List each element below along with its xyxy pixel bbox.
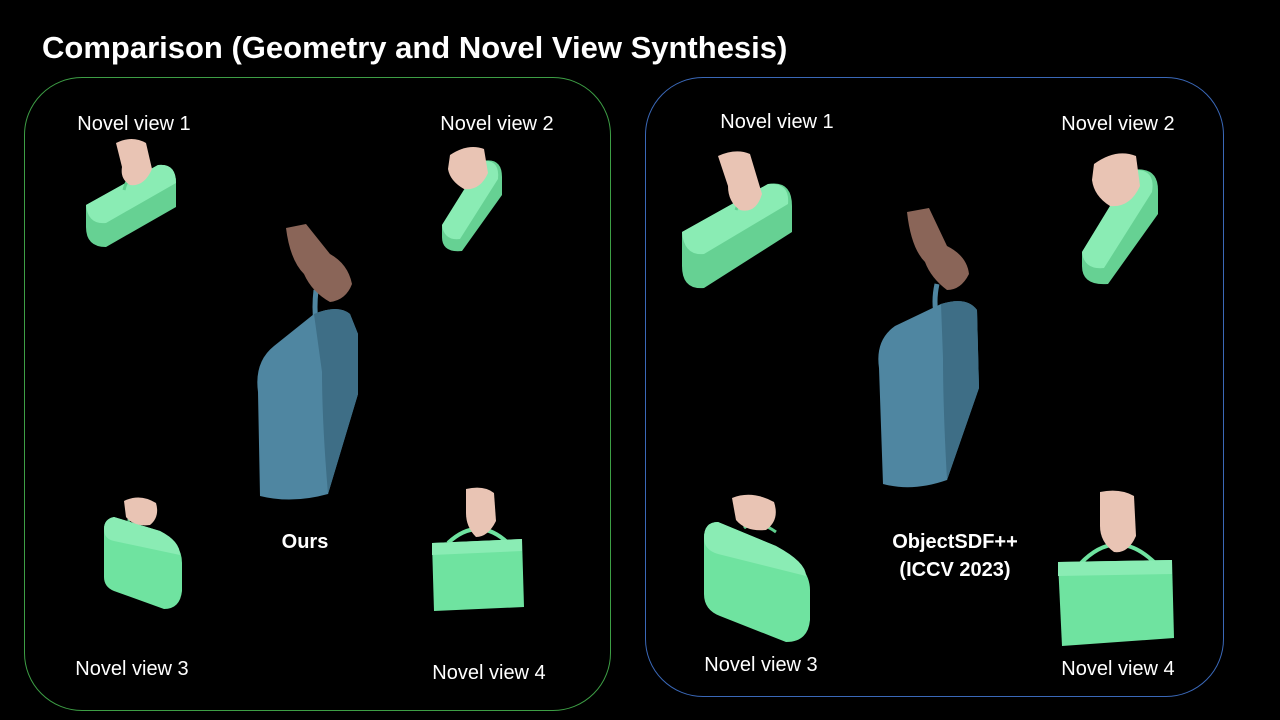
panel-ours xyxy=(24,77,611,711)
panel-objectsdf xyxy=(645,77,1224,697)
baseline-main-geometry-render xyxy=(878,208,979,488)
ours-novel-view-2-label: Novel view 2 xyxy=(440,113,554,135)
baseline-novel-view-2-render xyxy=(1082,153,1158,285)
ours-novel-view-1-render xyxy=(86,139,176,247)
baseline-novel-view-4-render xyxy=(1058,490,1174,646)
ours-novel-view-3-label: Novel view 3 xyxy=(75,658,189,680)
page-title: Comparison (Geometry and Novel View Synt… xyxy=(42,30,788,65)
baseline-novel-view-4-label: Novel view 4 xyxy=(1061,658,1175,680)
baseline-novel-view-3-render xyxy=(704,494,810,642)
ours-novel-view-4-label: Novel view 4 xyxy=(432,662,546,684)
method-label-objectsdf: ObjectSDF++ (ICCV 2023) xyxy=(892,528,1018,584)
method-label-objectsdf-name: ObjectSDF++ xyxy=(892,531,1018,553)
ours-main-geometry-render xyxy=(257,224,358,500)
ours-novel-view-1-label: Novel view 1 xyxy=(77,113,191,135)
ours-novel-view-4-render xyxy=(432,487,524,611)
baseline-novel-view-2-label: Novel view 2 xyxy=(1061,113,1175,135)
baseline-novel-view-1-render xyxy=(682,151,792,289)
method-label-objectsdf-venue: (ICCV 2023) xyxy=(899,559,1011,581)
baseline-novel-view-3-label: Novel view 3 xyxy=(704,654,818,676)
ours-novel-view-3-render xyxy=(104,497,182,609)
method-label-ours: Ours xyxy=(281,531,329,553)
ours-novel-view-2-render xyxy=(442,147,502,252)
baseline-novel-view-1-label: Novel view 1 xyxy=(720,111,834,133)
